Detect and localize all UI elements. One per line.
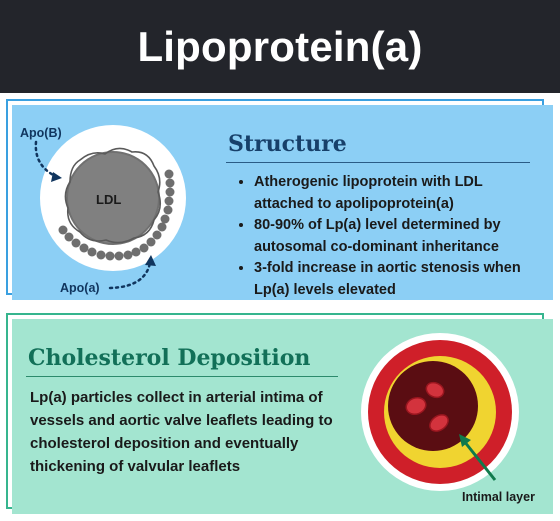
- structure-bullet: 3-fold increase in aortic stenosis when …: [254, 258, 544, 301]
- blood-cell: [405, 396, 427, 416]
- apo-b-arrow: [34, 140, 57, 178]
- structure-bullet-list: Atherogenic lipoprotein with LDL attache…: [240, 172, 544, 301]
- page-title: Lipoprotein(a): [137, 22, 423, 70]
- artery-cross-section: [361, 333, 519, 491]
- intimal-layer-label: Intimal layer: [462, 490, 535, 504]
- structure-bullet: 80-90% of Lp(a) level determined by auto…: [254, 215, 544, 258]
- apo-b-strand: [64, 147, 162, 244]
- artery-lumen: [388, 361, 478, 451]
- intimal-pointer-line: [462, 440, 497, 481]
- intimal-pointer-head: [459, 434, 471, 447]
- ldl-label: LDL: [96, 192, 122, 207]
- blood-cell: [425, 381, 445, 399]
- apo-b-label: Apo(B): [20, 126, 62, 140]
- deposition-title-rule: [26, 376, 338, 377]
- apo-a-arrow: [108, 261, 152, 290]
- blood-cell: [429, 414, 449, 432]
- apo-a-label: Apo(a): [60, 281, 100, 295]
- structure-title-rule: [226, 162, 530, 163]
- apo-a-bead-chain: [58, 169, 175, 261]
- header-bar: Lipoprotein(a): [0, 0, 560, 93]
- lpa-particle-diagram: [34, 125, 186, 290]
- structure-title: Structure: [228, 131, 347, 157]
- deposition-title: Cholesterol Deposition: [28, 345, 311, 371]
- deposition-text: Lp(a) particles collect in arterial inti…: [30, 389, 333, 475]
- structure-bullet: Atherogenic lipoprotein with LDL attache…: [254, 172, 544, 215]
